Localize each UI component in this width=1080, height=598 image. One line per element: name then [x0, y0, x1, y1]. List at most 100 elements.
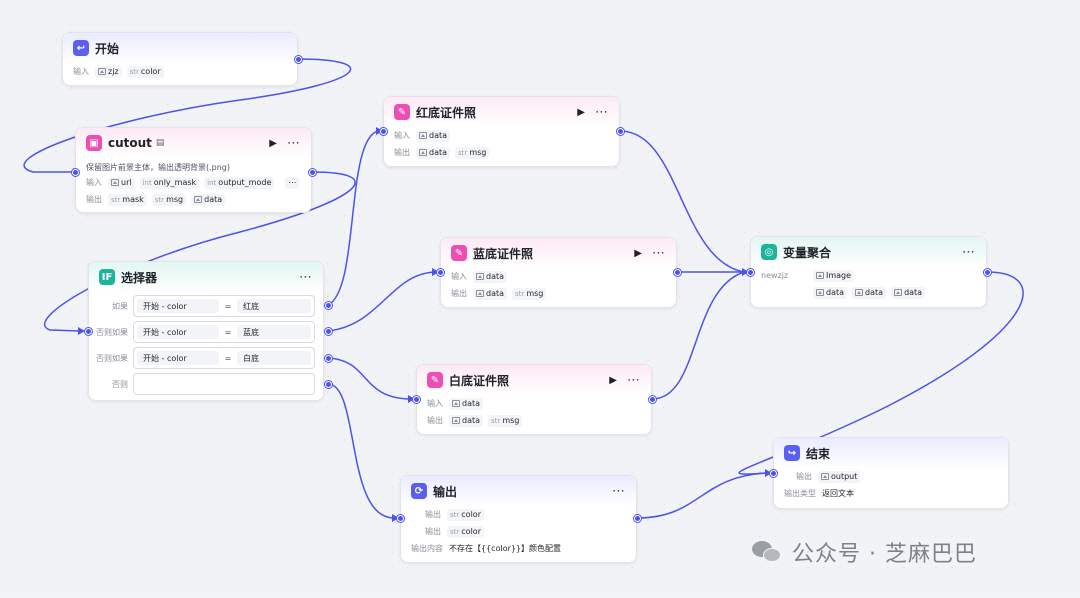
wechat-icon [752, 539, 782, 565]
branch-port[interactable] [325, 381, 332, 388]
more-menu-button[interactable]: ⋯ [652, 245, 666, 261]
arrowhead [742, 268, 749, 276]
condition-left: 开始 - color [137, 325, 219, 339]
wire-selector-to-white [327, 357, 411, 400]
input-port[interactable] [437, 269, 444, 276]
input-port[interactable] [380, 128, 387, 135]
condition-label: 否则如果 [96, 353, 128, 363]
output-port[interactable] [674, 269, 681, 276]
run-button[interactable]: ▶ [634, 247, 642, 259]
edit-image-icon: ✎ [451, 245, 467, 261]
param-name: only_mask [153, 178, 197, 187]
branch-port[interactable] [325, 328, 332, 335]
input-port[interactable] [72, 169, 79, 176]
items-row: data data data [751, 284, 986, 301]
output-content-row: 输出内容 不存在【{{color}}】颜色配置 [401, 540, 636, 557]
condition-row: 否则如果 开始 - color = 白底 [89, 347, 315, 369]
node-variable-aggregate[interactable]: ◎ 变量聚合 ⋯ newzjz Image data data data [747, 236, 991, 308]
output-icon: ⟳ [411, 483, 427, 499]
run-button[interactable]: ▶ [269, 137, 277, 149]
node-header: ✎ 蓝底证件照 ▶ ⋯ [441, 238, 676, 268]
wire-output-to-end [636, 472, 768, 519]
condition-box[interactable]: 开始 - color = 红底 [133, 295, 315, 317]
param-name: output_mode [218, 178, 272, 187]
param-name: data [429, 148, 448, 157]
input-port[interactable] [397, 515, 404, 522]
input-port[interactable] [770, 470, 777, 477]
more-menu-button[interactable]: ⋯ [962, 244, 976, 260]
image-icon [855, 289, 864, 296]
output-label: 输出 [86, 195, 102, 204]
node-title: 选择器 [121, 270, 158, 285]
param-name: msg [502, 416, 520, 425]
input-port[interactable] [85, 328, 92, 335]
param-pill: data [473, 287, 508, 300]
node-selector[interactable]: IF 选择器 ⋯ 如果 开始 - color = 红底 否则如果 开始 - co… [85, 261, 332, 401]
param-name: zjz [108, 67, 119, 76]
param-type: str [515, 289, 525, 298]
wire-selector-to-output [327, 383, 395, 519]
param-name: data [462, 399, 481, 408]
image-icon [452, 417, 460, 424]
condition-label: 如果 [112, 301, 128, 311]
node-title: 红底证件照 [416, 105, 477, 120]
image-icon [452, 400, 460, 407]
image-icon [476, 273, 484, 280]
output-port[interactable] [984, 269, 991, 276]
input-port[interactable] [413, 396, 420, 403]
plugin-icon: ▣ [86, 135, 102, 151]
node-cutout[interactable]: ▣ cutout ▤ ▶ ⋯ 保留图片前景主体，输出透明背景(.png) 输入 … [72, 127, 316, 213]
node-end[interactable]: ↪ 结束 输出 output 输出类型 返回文本 [770, 437, 1009, 509]
run-button[interactable]: ▶ [577, 106, 585, 118]
condition-row: 如果 开始 - color = 红底 [89, 295, 315, 317]
output-row: 输出 output [774, 468, 1008, 485]
wire-selector-to-red [327, 130, 379, 306]
condition-box-else[interactable] [133, 373, 315, 395]
condition-operator: = [224, 301, 232, 311]
edit-image-icon: ✎ [394, 104, 410, 120]
param-name: color [140, 67, 161, 76]
condition-box[interactable]: 开始 - color = 白底 [133, 347, 315, 369]
run-button[interactable]: ▶ [609, 374, 617, 386]
param-name: data [462, 416, 481, 425]
output-port[interactable] [634, 515, 641, 522]
param-name: Image [826, 271, 852, 280]
node-title: 开始 [95, 41, 120, 56]
output-port[interactable] [617, 128, 624, 135]
param-name: url [121, 178, 132, 187]
input-port[interactable] [747, 269, 754, 276]
param-name: data [904, 288, 923, 297]
watermark-text: 公众号 · 芝麻巴巴 [792, 542, 977, 567]
output-port[interactable] [309, 169, 316, 176]
more-menu-button[interactable]: ⋯ [612, 483, 626, 499]
output-type-label: 输出类型 [784, 489, 816, 498]
node-title: 白底证件照 [449, 373, 510, 388]
condition-box[interactable]: 开始 - color = 蓝底 [133, 321, 315, 343]
branch-port[interactable] [325, 355, 332, 362]
image-icon [98, 68, 106, 75]
more-params-button[interactable]: ⋯ [285, 176, 300, 189]
more-menu-button[interactable]: ⋯ [627, 372, 641, 388]
store-icon: ▤ [155, 138, 165, 148]
more-menu-button[interactable]: ⋯ [595, 104, 609, 120]
more-menu-button[interactable]: ⋯ [287, 135, 301, 151]
more-menu-button[interactable]: ⋯ [299, 269, 313, 285]
input-label: 输入 [451, 272, 467, 281]
output-label: 输出 [425, 527, 441, 536]
output-port[interactable] [649, 396, 656, 403]
output-port[interactable] [295, 56, 302, 63]
output-label: 输出 [425, 510, 441, 519]
branch-port[interactable] [325, 302, 332, 309]
